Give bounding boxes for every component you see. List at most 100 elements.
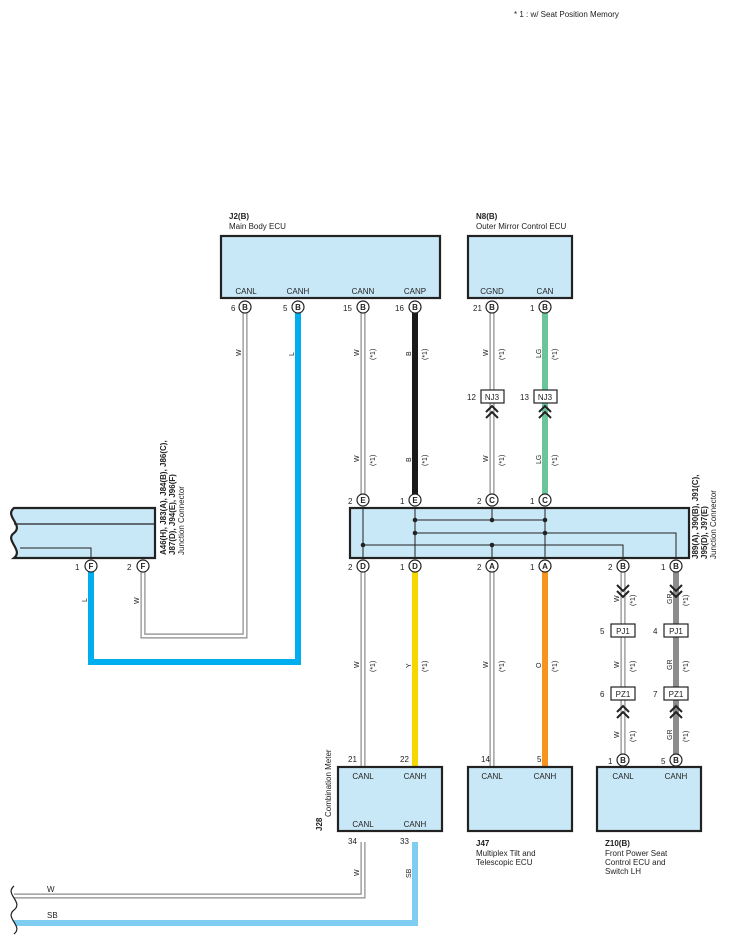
svg-text:J89(A), J90(B), J91(C),: J89(A), J90(B), J91(C), bbox=[691, 475, 700, 559]
svg-text:15: 15 bbox=[343, 304, 352, 313]
pz1-connector-right: 7 PZ1 bbox=[653, 686, 689, 719]
svg-text:B: B bbox=[412, 303, 418, 312]
jc-right-dots bbox=[360, 517, 548, 548]
svg-text:W: W bbox=[614, 595, 621, 602]
svg-text:2: 2 bbox=[348, 497, 353, 506]
svg-text:(*1): (*1) bbox=[422, 349, 429, 360]
svg-text:4: 4 bbox=[653, 627, 658, 636]
bottom-wire-label-sb: SB bbox=[47, 911, 58, 920]
svg-text:J28: J28 bbox=[315, 817, 324, 831]
svg-text:1: 1 bbox=[530, 563, 535, 572]
main-body-term-canp: CANP bbox=[404, 287, 426, 296]
jc-left-box bbox=[10, 506, 157, 560]
meter-term-canh-bottom: CANH bbox=[404, 820, 427, 829]
svg-text:NJ3: NJ3 bbox=[538, 393, 553, 402]
svg-text:Junction Connector: Junction Connector bbox=[709, 490, 718, 559]
svg-text:B: B bbox=[620, 756, 626, 765]
meter-term-canh-top: CANH bbox=[404, 772, 427, 781]
jc-right-pin-2e: 2 E bbox=[348, 493, 370, 507]
multiplex-term-canl: CANL bbox=[481, 772, 503, 781]
svg-text:1: 1 bbox=[75, 563, 80, 572]
wire-canl-main-to-jc-left-core bbox=[141, 312, 247, 638]
svg-text:(*1): (*1) bbox=[683, 661, 690, 672]
svg-text:5: 5 bbox=[600, 627, 605, 636]
jc-left-label: A46(H), J83(A), J84(B), J86(C), J87(D), … bbox=[159, 440, 186, 555]
meter-term-canl-bottom: CANL bbox=[352, 820, 374, 829]
jc-left-internal bbox=[20, 547, 92, 558]
main-body-term-canl: CANL bbox=[235, 287, 257, 296]
main-body-name: Main Body ECU bbox=[229, 222, 286, 231]
svg-text:B: B bbox=[360, 303, 366, 312]
front-seat-name-2: Control ECU and bbox=[605, 858, 665, 867]
bottom-wire-label-w: W bbox=[47, 885, 55, 894]
svg-text:12: 12 bbox=[467, 393, 476, 402]
svg-text:(*1): (*1) bbox=[370, 455, 377, 466]
jc-left-pin-1f: 1 F bbox=[75, 559, 98, 573]
svg-text:5: 5 bbox=[283, 304, 288, 313]
svg-text:Y: Y bbox=[406, 663, 413, 668]
outer-mirror-code: N8(B) bbox=[476, 212, 498, 221]
svg-text:LG: LG bbox=[536, 349, 543, 358]
jc-right-pin-2c: 2 C bbox=[477, 493, 499, 507]
outer-mirror-term-cgnd: CGND bbox=[480, 287, 504, 296]
svg-text:C: C bbox=[542, 496, 548, 505]
svg-text:J95(D), J97(E): J95(D), J97(E) bbox=[700, 506, 709, 559]
svg-text:F: F bbox=[89, 562, 94, 571]
svg-text:L: L bbox=[82, 598, 89, 602]
jc-right-label: J89(A), J90(B), J91(C), J95(D), J97(E) J… bbox=[691, 475, 718, 559]
svg-text:O: O bbox=[536, 662, 543, 668]
svg-text:L: L bbox=[289, 352, 296, 356]
main-body-pin-16: 16 B bbox=[395, 300, 422, 314]
meter-term-canl-top: CANL bbox=[352, 772, 374, 781]
seat-pin-1: 1 B bbox=[608, 753, 630, 767]
svg-text:(*1): (*1) bbox=[630, 731, 637, 742]
svg-text:(*1): (*1) bbox=[370, 661, 377, 672]
jc-left-pin-2f: 2 F bbox=[127, 559, 150, 573]
jc-right-pin-2a: 2 A bbox=[477, 559, 499, 573]
svg-text:F: F bbox=[141, 562, 146, 571]
combination-meter-box bbox=[336, 765, 444, 833]
wire-meter-canl-core bbox=[14, 842, 365, 898]
svg-text:NJ3: NJ3 bbox=[485, 393, 500, 402]
main-body-pin-6: 6 B bbox=[231, 300, 252, 314]
svg-text:(*1): (*1) bbox=[552, 455, 559, 466]
multiplex-term-canh: CANH bbox=[534, 772, 557, 781]
jc-right-pin-1d: 1 D bbox=[400, 559, 422, 573]
outer-mirror-pin-1: 1 B bbox=[530, 300, 552, 314]
outer-mirror-pin-21: 21 B bbox=[473, 300, 499, 314]
multiplex-ecu-box bbox=[466, 765, 574, 833]
front-seat-ecu-box bbox=[595, 765, 703, 833]
multiplex-pin-14: 14 bbox=[481, 755, 490, 764]
svg-text:W: W bbox=[614, 661, 621, 668]
outer-mirror-name: Outer Mirror Control ECU bbox=[476, 222, 566, 231]
svg-text:E: E bbox=[360, 496, 366, 505]
meter-pin-21: 21 bbox=[348, 755, 357, 764]
svg-text:(*1): (*1) bbox=[422, 455, 429, 466]
svg-text:B: B bbox=[295, 303, 301, 312]
svg-text:2: 2 bbox=[608, 563, 613, 572]
svg-text:C: C bbox=[489, 496, 495, 505]
svg-text:2: 2 bbox=[348, 563, 353, 572]
meter-pin-34: 34 bbox=[348, 837, 357, 846]
main-body-pin-15: 15 B bbox=[343, 300, 370, 314]
main-body-term-canh: CANH bbox=[287, 287, 310, 296]
pj1-connector-left: 5 PJ1 bbox=[600, 584, 636, 638]
svg-text:W: W bbox=[483, 455, 490, 462]
svg-text:1: 1 bbox=[661, 563, 666, 572]
svg-text:(*1): (*1) bbox=[683, 595, 690, 606]
svg-text:Junction Connector: Junction Connector bbox=[177, 486, 186, 555]
svg-text:D: D bbox=[412, 562, 418, 571]
svg-text:W: W bbox=[236, 349, 243, 356]
svg-text:6: 6 bbox=[231, 304, 236, 313]
svg-text:SB: SB bbox=[406, 868, 413, 878]
jc-right-pin-2b: 2 B bbox=[608, 559, 630, 573]
combination-meter-label: J28 Combination Meter bbox=[315, 749, 333, 831]
svg-text:PZ1: PZ1 bbox=[669, 690, 684, 699]
outer-mirror-ecu-box bbox=[466, 234, 574, 300]
svg-text:1: 1 bbox=[400, 497, 405, 506]
front-seat-name-1: Front Power Seat bbox=[605, 849, 668, 858]
jc-right-pin-1a: 1 A bbox=[530, 559, 552, 573]
front-seat-name-3: Switch LH bbox=[605, 867, 641, 876]
svg-text:PZ1: PZ1 bbox=[616, 690, 631, 699]
svg-text:W: W bbox=[354, 455, 361, 462]
